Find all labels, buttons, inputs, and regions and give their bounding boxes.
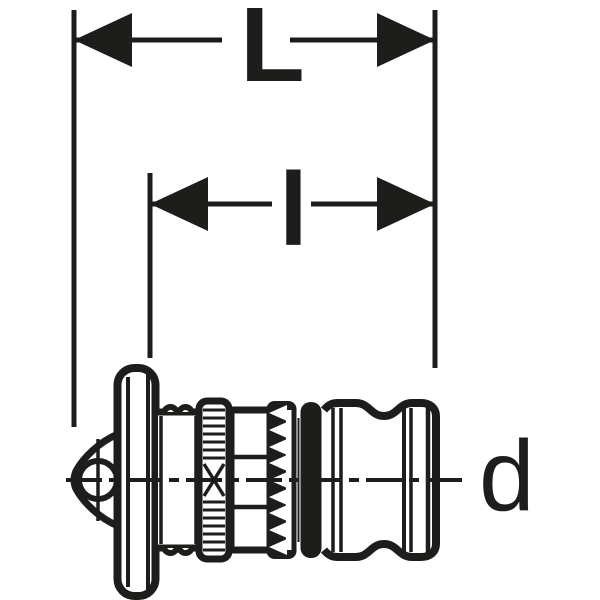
neck-rib	[161, 546, 180, 556]
toothed-ring-highlight	[286, 410, 292, 550]
dimension-label-l: l	[279, 152, 308, 268]
neck-rib	[176, 546, 195, 556]
arrowhead-left-icon	[150, 177, 208, 231]
arrowhead-right-icon	[377, 13, 435, 67]
neck-rib	[161, 404, 180, 414]
fitting-drawing	[66, 364, 466, 600]
dimension-d: d	[479, 420, 535, 532]
neck-rib	[176, 404, 195, 414]
dimension-label-L: L	[240, 0, 305, 104]
dimension-L: L	[71, 0, 438, 427]
diameter-label-d: d	[479, 420, 535, 532]
knurl-stripes	[203, 408, 225, 552]
dimension-l: l	[147, 152, 435, 358]
arrowhead-right-icon	[377, 177, 435, 231]
arrowhead-left-icon	[74, 13, 132, 67]
